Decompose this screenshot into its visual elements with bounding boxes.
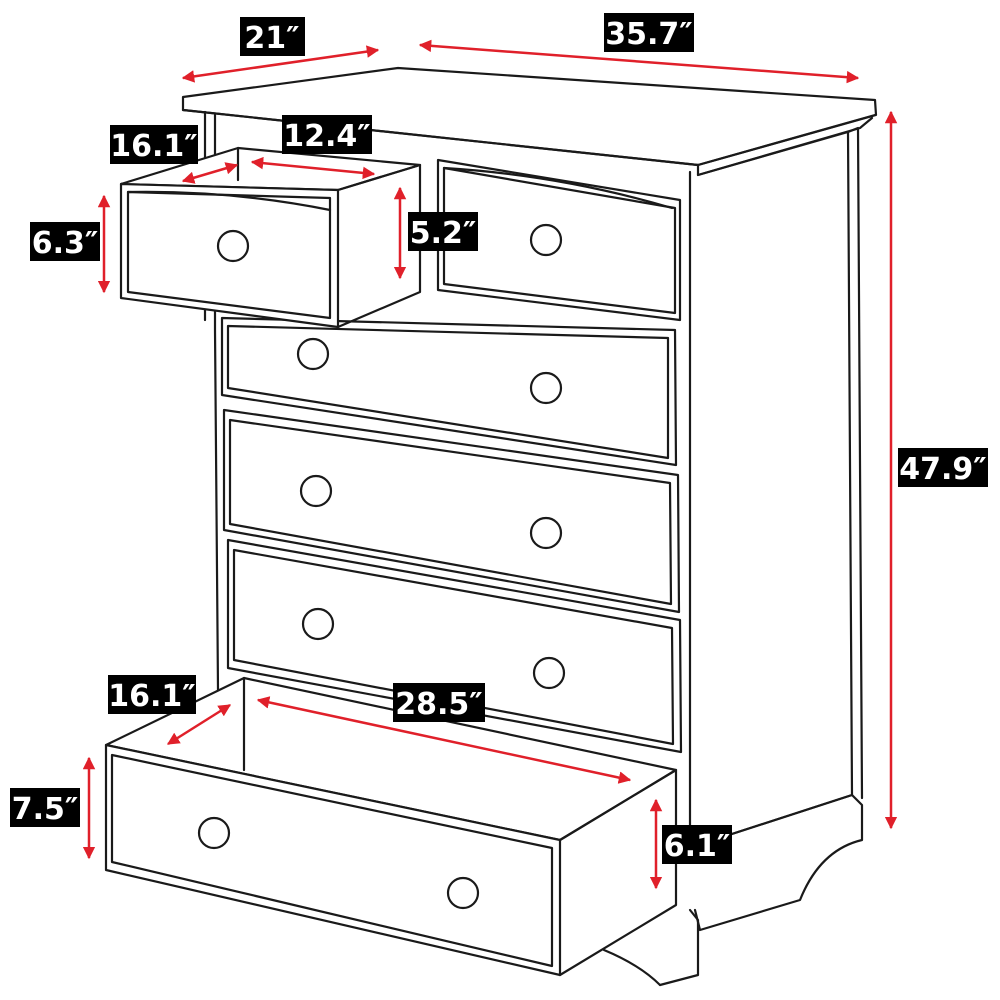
svg-text:6.3″: 6.3″ — [32, 226, 99, 261]
svg-text:12.4″: 12.4″ — [283, 119, 370, 154]
dimension-arrows — [82, 39, 898, 890]
knob — [529, 371, 563, 405]
arrow-large-drawer-width — [256, 696, 632, 784]
label-small-drawer-inner-height: 5.2″ — [408, 212, 478, 251]
label-large-drawer-inner-height: 6.1″ — [662, 825, 732, 864]
label-large-drawer-depth: 16.1″ — [108, 675, 196, 714]
svg-text:5.2″: 5.2″ — [410, 216, 477, 251]
long-drawer-3 — [226, 538, 683, 754]
knob — [529, 223, 563, 257]
knob — [197, 816, 231, 850]
svg-text:28.5″: 28.5″ — [395, 687, 482, 722]
label-top-depth: 21″ — [240, 17, 305, 56]
svg-text:6.1″: 6.1″ — [664, 829, 731, 864]
large-drawer-open — [104, 676, 678, 977]
svg-text:21″: 21″ — [244, 21, 299, 56]
long-drawer-2 — [222, 408, 681, 614]
dimension-labels: 21″ 35.7″ 47.9″ 16.1″ 12.4″ 6.3″ 5.2″ 1 — [10, 13, 988, 864]
label-small-drawer-height: 6.3″ — [30, 222, 100, 261]
arrow-top-depth — [181, 45, 380, 83]
knob — [299, 474, 333, 508]
svg-text:47.9″: 47.9″ — [899, 452, 986, 487]
knob — [216, 229, 250, 263]
arrow-small-drawer-width — [250, 156, 376, 180]
label-large-drawer-width: 28.5″ — [393, 683, 485, 722]
knob — [446, 876, 480, 910]
knob — [532, 656, 566, 690]
arrow-large-drawer-depth — [166, 703, 232, 746]
svg-text:16.1″: 16.1″ — [108, 679, 195, 714]
arrow-small-drawer-depth — [181, 162, 239, 184]
arrow-top-width — [418, 39, 860, 84]
svg-text:7.5″: 7.5″ — [12, 792, 79, 827]
svg-text:16.1″: 16.1″ — [110, 129, 197, 164]
dresser-base — [602, 793, 864, 987]
knob — [529, 516, 563, 550]
label-small-drawer-width: 12.4″ — [282, 115, 372, 154]
knob — [301, 607, 335, 641]
long-drawer-1 — [220, 316, 678, 467]
dresser-drawing — [104, 66, 878, 987]
small-drawer-open — [119, 146, 422, 329]
label-overall-height: 47.9″ — [898, 448, 988, 487]
label-small-drawer-depth: 16.1″ — [110, 125, 198, 164]
label-large-drawer-height: 7.5″ — [10, 788, 80, 827]
svg-text:35.7″: 35.7″ — [605, 17, 692, 52]
dresser-side-panel — [688, 126, 864, 862]
label-top-width: 35.7″ — [604, 13, 694, 52]
knob — [296, 337, 330, 371]
